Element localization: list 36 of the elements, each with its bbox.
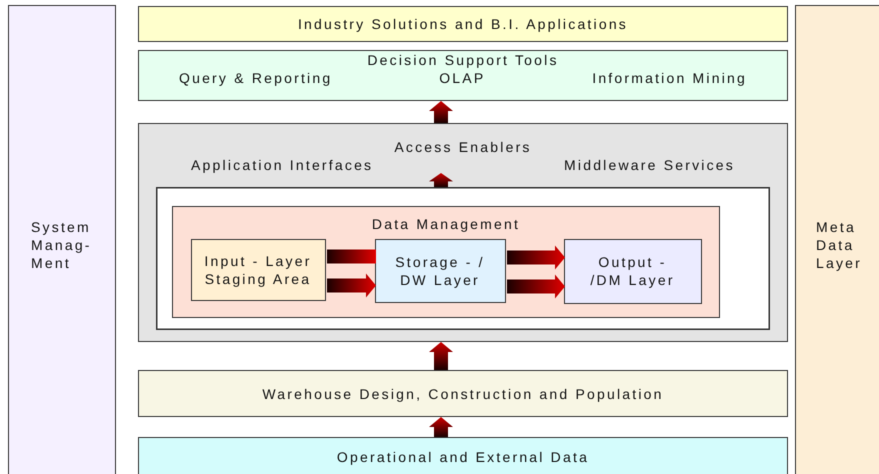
box-label: Storage - / DW Layer — [394, 252, 486, 288]
item-label: OLAP — [439, 69, 486, 87]
layer-box — [138, 123, 788, 342]
box-heading: Access Enablers — [394, 138, 532, 156]
layer-box — [138, 6, 788, 42]
layer-box — [138, 370, 788, 417]
layer-box — [138, 437, 788, 474]
item-label: Query & Reporting — [179, 69, 332, 87]
box-label: System Manag- Ment — [31, 218, 93, 272]
layer-box — [8, 5, 116, 474]
block-arrow — [507, 274, 565, 298]
layer-box — [564, 238, 702, 304]
block-arrow — [429, 342, 453, 370]
layer-box — [190, 238, 326, 300]
box-label: Data Management — [372, 215, 520, 233]
block-arrow — [327, 274, 376, 298]
block-arrow — [429, 173, 453, 187]
box-label: Input - Layer Staging Area — [203, 252, 313, 288]
layer-box — [795, 5, 879, 474]
block-arrow — [429, 417, 453, 437]
block-arrow — [327, 250, 376, 264]
layer-box — [172, 206, 720, 318]
layer-box — [374, 238, 506, 302]
block-arrow — [507, 246, 565, 270]
block-arrow — [429, 101, 453, 123]
box-label: Industry Solutions and B.I. Applications — [298, 15, 628, 33]
container-box — [156, 186, 770, 330]
box-label: Output - /DM Layer — [589, 253, 676, 289]
box-label: Operational and External Data — [336, 448, 590, 466]
box-label: Warehouse Design, Construction and Population — [262, 384, 664, 402]
item-label: Information Mining — [592, 69, 747, 87]
box-label: Meta Data Layer — [816, 218, 864, 272]
box-heading: Decision Support Tools — [367, 51, 559, 69]
layer-box — [138, 50, 788, 101]
item-label: Application Interfaces — [191, 156, 374, 174]
item-label: Middleware Services — [564, 156, 735, 174]
